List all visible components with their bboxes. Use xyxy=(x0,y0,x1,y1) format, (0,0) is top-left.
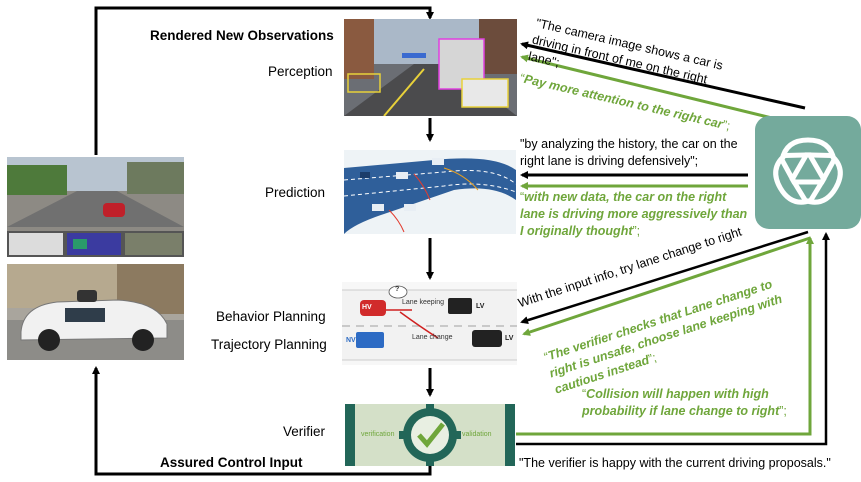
verifier-feedback-quote: “Collision will happen with high probabi… xyxy=(582,387,787,418)
prediction-road-scene xyxy=(344,158,516,234)
simulation-image xyxy=(7,157,184,257)
real-car-image xyxy=(7,264,184,360)
prediction-label: Prediction xyxy=(265,185,326,200)
gpt-box xyxy=(755,116,861,229)
loop-arrow-top xyxy=(94,6,434,155)
perception-camera-scene xyxy=(344,19,517,116)
waymo-car-scene xyxy=(7,264,184,360)
trajectory-planning-label: Trajectory Planning xyxy=(211,337,327,352)
thought-bubble: ? xyxy=(395,286,400,293)
lane-change-label: Lane change xyxy=(412,334,453,341)
verifier-image: verification validation xyxy=(345,404,515,466)
verifier-label: Verifier xyxy=(283,424,326,439)
lv-label-bottom: LV xyxy=(505,335,514,342)
assured-control-input-label: Assured Control Input xyxy=(160,455,303,470)
nv-label: NV xyxy=(346,337,356,344)
prediction-feedback-quote: “with new data, the car on the right lan… xyxy=(520,190,748,238)
lane-keeping-label: Lane keeping xyxy=(402,299,445,306)
lv-label-top: LV xyxy=(476,303,485,310)
arrow-verifier-gpt-green xyxy=(516,236,814,436)
planning-scene xyxy=(342,285,517,361)
perception-image xyxy=(344,19,517,116)
prediction-quote: "by analyzing the history, the car on th… xyxy=(520,137,738,168)
openai-logo-icon xyxy=(773,137,843,205)
validation-label: validation xyxy=(462,431,492,438)
verifier-feedback-text: Collision will happen with high probabil… xyxy=(582,387,780,418)
prediction-feedback-text: with new data, the car on the right lane… xyxy=(520,190,748,238)
rendered-observations-label: Rendered New Observations xyxy=(150,28,334,43)
perception-label: Perception xyxy=(268,64,333,79)
verifier-happy-quote: "The verifier is happy with the current … xyxy=(519,456,831,470)
arrow-verifier-gpt-black xyxy=(516,232,830,446)
hv-label: HV xyxy=(362,304,372,311)
behavior-planning-label: Behavior Planning xyxy=(216,309,326,324)
prediction-image xyxy=(344,150,516,234)
verification-label: verification xyxy=(361,431,395,438)
simulation-scene xyxy=(7,157,184,257)
arrow-gpt-perception-green xyxy=(520,54,781,122)
planning-image: HV LV NV LV Lane keeping Lane change ? xyxy=(342,282,517,365)
checkmark-gear-icon xyxy=(345,404,515,466)
arrow-gpt-planning-black xyxy=(520,230,809,325)
arrow-gpt-planning-green xyxy=(522,236,811,336)
arrow-gpt-perception-black xyxy=(520,41,806,110)
